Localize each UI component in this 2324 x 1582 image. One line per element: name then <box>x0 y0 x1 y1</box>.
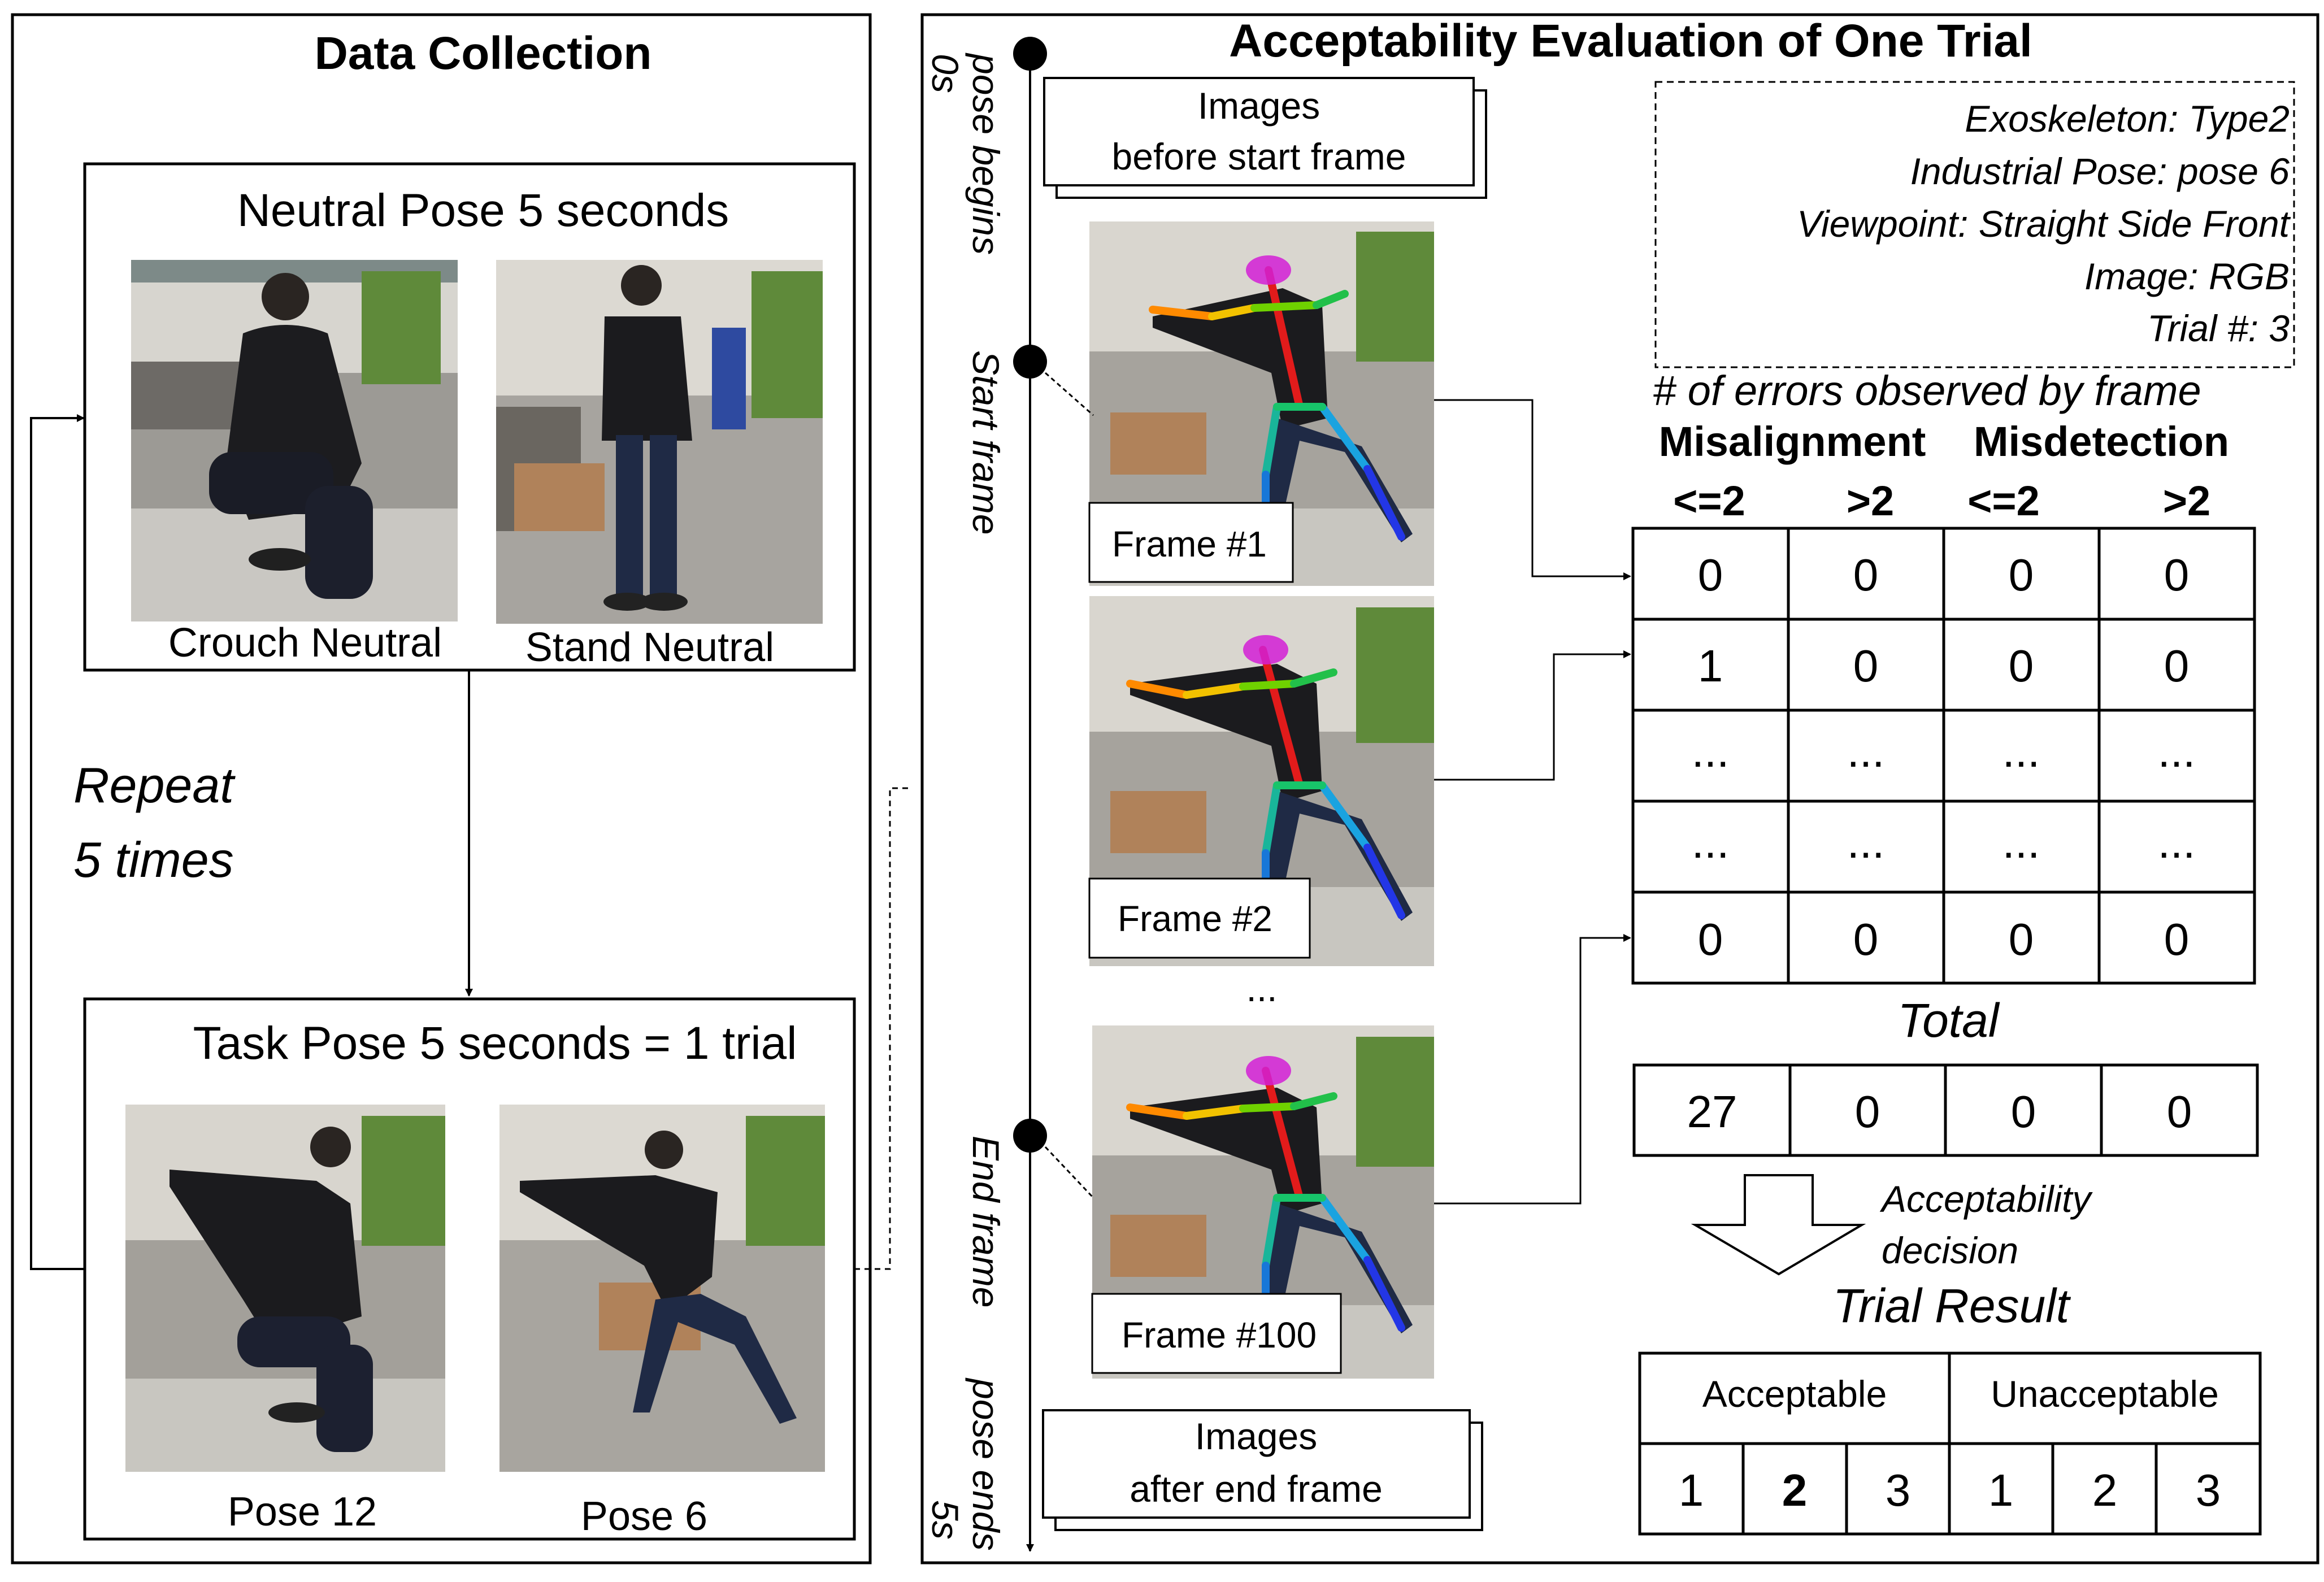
result-cell: 3 <box>2196 1465 2221 1515</box>
images-before-box <box>1043 77 1475 186</box>
end-frame-label: End frame <box>965 1136 1007 1307</box>
col-label-4: >2 <box>2163 477 2210 524</box>
data-collection-panel <box>11 13 872 1564</box>
info-industrial-pose: Industrial Pose: pose 6 <box>1910 150 2290 192</box>
total-table-grid <box>1632 1063 2259 1157</box>
frame2-photo <box>1088 596 1434 966</box>
total-cell: 0 <box>2167 1086 2192 1137</box>
table-cell: 0 <box>1853 550 1879 600</box>
unacceptable-header: Unacceptable <box>1991 1373 2219 1415</box>
neutral-pose-title: Neutral Pose 5 seconds <box>237 185 729 236</box>
table-cell: 0 <box>2164 550 2190 600</box>
table-cell: ... <box>1847 726 1885 776</box>
time-end-label: 5s <box>924 1500 966 1540</box>
crouch-neutral-caption: Crouch Neutral <box>168 620 442 666</box>
start-frame-connector <box>1045 372 1094 416</box>
pose12-caption: Pose 12 <box>228 1489 377 1535</box>
trial-info-box <box>1654 81 2295 368</box>
frame2-to-row-arrow <box>1434 650 1631 781</box>
images-before-line2: before start frame <box>1112 136 1406 177</box>
table-cell: 1 <box>1698 641 1723 691</box>
decision-line2: decision <box>1882 1229 2018 1271</box>
table-cell: 0 <box>1853 641 1879 691</box>
table-cell: 0 <box>1698 914 1723 964</box>
pose-begins-label: pose begins <box>965 53 1007 255</box>
decision-line1: Acceptability <box>1879 1178 2093 1220</box>
table-cell: 0 <box>2009 914 2034 964</box>
result-cell: 2 <box>2092 1465 2118 1515</box>
start-frame-dot <box>1013 345 1047 379</box>
pose12-photo <box>125 1105 445 1472</box>
acceptability-panel <box>920 13 2319 1564</box>
trial-link-dashed <box>854 787 911 1270</box>
result-cell: 1 <box>1679 1465 1704 1515</box>
pose6-caption: Pose 6 <box>581 1494 707 1539</box>
acceptable-header: Acceptable <box>1702 1373 1887 1415</box>
total-cell: 0 <box>1855 1086 1880 1137</box>
table-cell: ... <box>2002 726 2040 776</box>
result-cell: 3 <box>1886 1465 1911 1515</box>
acceptability-title: Acceptability Evaluation of One Trial <box>1229 15 2032 67</box>
repeat-text-line2: 5 times <box>73 832 234 888</box>
trial-result-label: Trial Result <box>1833 1279 2071 1332</box>
repeat-text-line1: Repeat <box>73 757 236 813</box>
crouch-neutral-photo <box>131 260 458 621</box>
data-collection-title: Data Collection <box>315 28 652 79</box>
table-cell: ... <box>2158 726 2196 776</box>
images-after-box <box>1042 1409 1471 1519</box>
col-label-1: <=2 <box>1673 477 1745 524</box>
misalignment-header: Misalignment <box>1659 418 1926 465</box>
info-image: Image: RGB <box>2084 255 2290 297</box>
info-viewpoint: Viewpoint: Straight Side Front <box>1797 203 2291 245</box>
stand-neutral-photo <box>496 260 823 624</box>
start-frame-label: Start frame <box>965 350 1007 534</box>
table-cell: ... <box>1847 817 1885 867</box>
info-trial: Trial #: 3 <box>2147 307 2290 349</box>
repeat-loop-arrow <box>30 414 85 1270</box>
col-label-3: <=2 <box>1967 477 2040 524</box>
result-cell-selected: 2 <box>1782 1465 1808 1515</box>
table-cell: ... <box>2002 817 2040 867</box>
result-cell: 1 <box>1988 1465 2014 1515</box>
decision-down-arrow <box>1691 1174 1866 1276</box>
end-frame-dot <box>1013 1119 1047 1153</box>
table-cell: 0 <box>2164 641 2190 691</box>
info-exoskeleton: Exoskeleton: Type2 <box>1965 98 2290 140</box>
frame1-photo <box>1088 221 1434 586</box>
frame100-photo <box>1091 1025 1434 1379</box>
frame100-to-row-arrow <box>1434 934 1631 1205</box>
images-after-line2: after end frame <box>1130 1468 1383 1510</box>
frame1-to-row-arrow <box>1434 399 1631 580</box>
timeline-start-dot <box>1013 37 1047 71</box>
table-cell: ... <box>2158 817 2196 867</box>
table-cell: 0 <box>2009 550 2034 600</box>
table-cell: 0 <box>2164 914 2190 964</box>
table-cell: ... <box>1692 726 1730 776</box>
frame1-label: Frame #1 <box>1112 524 1267 564</box>
misdetection-header: Misdetection <box>1974 418 2229 465</box>
end-frame-connector <box>1044 1146 1094 1199</box>
total-label: Total <box>1897 994 2000 1047</box>
frame100-label: Frame #100 <box>1122 1315 1317 1355</box>
task-pose-title: Task Pose 5 seconds = 1 trial <box>193 1018 797 1069</box>
table-cell: 0 <box>1698 550 1723 600</box>
frame-error-table-grid <box>1631 527 2256 985</box>
table-cell: 0 <box>2009 641 2034 691</box>
total-cell: 27 <box>1687 1086 1737 1137</box>
table-cell: 0 <box>1853 914 1879 964</box>
col-label-2: >2 <box>1847 477 1894 524</box>
images-before-line1: Images <box>1198 85 1320 127</box>
stand-neutral-caption: Stand Neutral <box>525 625 774 670</box>
errors-title: # of errors observed by frame <box>1653 367 2201 414</box>
time-start-label: 0s <box>924 54 966 93</box>
pose6-photo <box>499 1105 825 1472</box>
total-cell: 0 <box>2011 1086 2036 1137</box>
frame2-label: Frame #2 <box>1118 898 1272 939</box>
pose-ends-label: pose ends <box>965 1377 1007 1551</box>
table-cell: ... <box>1692 817 1730 867</box>
images-after-line1: Images <box>1195 1415 1317 1457</box>
trial-result-table-grid <box>1638 1351 2262 1536</box>
frame-ellipsis: ... <box>1246 967 1277 1009</box>
